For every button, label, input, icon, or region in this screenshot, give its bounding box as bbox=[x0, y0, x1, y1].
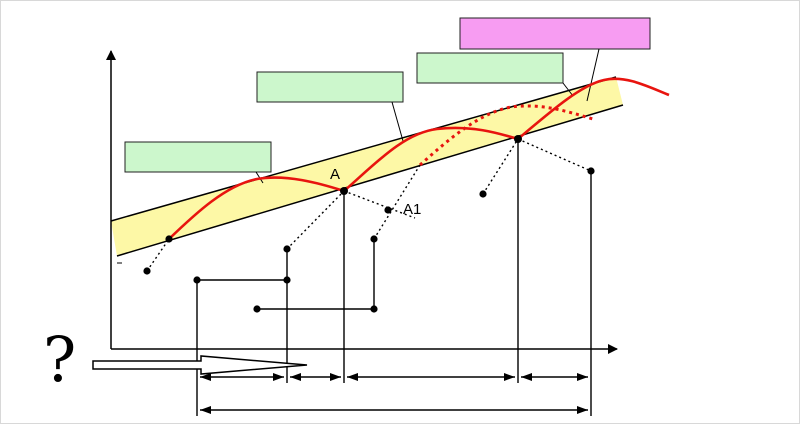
dotted-connectors bbox=[146, 138, 592, 272]
red-wave bbox=[168, 77, 670, 240]
leader-box-2 bbox=[391, 101, 404, 142]
point bbox=[165, 235, 173, 243]
tolerance-band bbox=[111, 77, 623, 256]
leader-box-pink bbox=[586, 48, 600, 102]
point bbox=[479, 190, 487, 198]
label-point-a: A bbox=[330, 166, 340, 183]
label-box-2 bbox=[256, 71, 404, 103]
point-a1 bbox=[384, 206, 392, 214]
label-point-a1: A1 bbox=[403, 201, 421, 218]
point bbox=[143, 267, 151, 275]
band-lower-line bbox=[116, 104, 624, 257]
point bbox=[193, 276, 201, 284]
dimension-lines bbox=[200, 373, 588, 414]
hollow-arrow-icon bbox=[92, 355, 308, 375]
label-box-pink bbox=[459, 17, 651, 50]
point bbox=[514, 135, 522, 143]
point bbox=[283, 245, 291, 253]
label-box-1 bbox=[124, 141, 272, 173]
construction-lines bbox=[196, 139, 592, 416]
question-mark-icon: ? bbox=[43, 323, 76, 396]
point-a bbox=[340, 187, 348, 195]
label-box-3 bbox=[416, 52, 564, 84]
data-points bbox=[143, 135, 595, 313]
leader-box-3 bbox=[562, 82, 574, 97]
point bbox=[370, 235, 378, 243]
point bbox=[283, 276, 291, 284]
point bbox=[370, 305, 378, 313]
point bbox=[253, 305, 261, 313]
band-upper-line bbox=[110, 76, 617, 222]
point bbox=[587, 167, 595, 175]
